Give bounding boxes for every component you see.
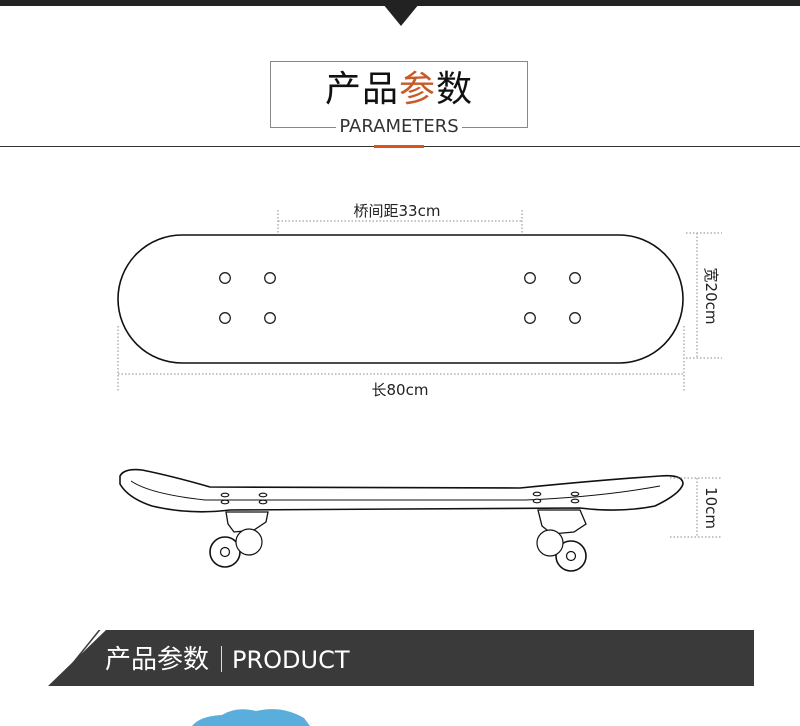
footer-title-cn: 产品参数: [105, 645, 210, 675]
deck-mounting-holes: [219, 272, 581, 324]
skateboard-side-view: [119, 468, 684, 572]
page-subtitle: PARAMETERS: [270, 116, 528, 138]
footer-separator: [221, 646, 223, 672]
footer-banner: [48, 630, 754, 686]
top-bar: [0, 0, 800, 6]
length-dimension: [117, 326, 685, 392]
accent-underline: [374, 145, 424, 148]
length-label: 长80cm: [372, 381, 429, 399]
footer-title: 产品参数 PRODUCT: [105, 643, 350, 677]
deck-top-view: [117, 234, 684, 364]
width-dimension: [686, 232, 722, 359]
title-cn-accent: 参: [398, 69, 436, 110]
width-label: 宽20cm: [702, 268, 720, 325]
down-triangle-icon: [383, 4, 419, 26]
footer-title-en: PRODUCT: [232, 646, 350, 674]
page-title: 产品参数: [270, 66, 528, 114]
title-cn-part1: 产品: [324, 69, 399, 110]
wheels: [209, 528, 587, 572]
rear-truck: [537, 509, 587, 535]
decorative-blue-shape: [192, 709, 310, 726]
height-label: 10cm: [702, 487, 720, 529]
title-cn-part2: 数: [436, 69, 474, 110]
truck-distance-label: 桥间距33cm: [354, 202, 441, 220]
height-dimension: [670, 477, 722, 538]
